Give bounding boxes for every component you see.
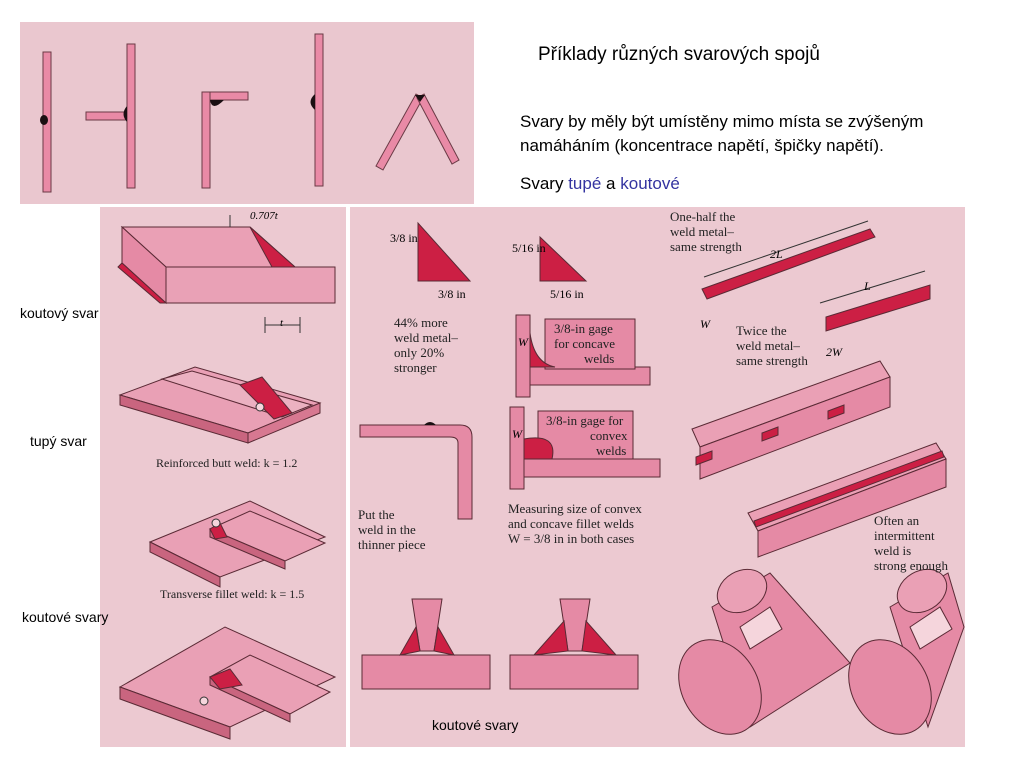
convex-gage-label: 3/8-in gage for convex welds <box>546 413 628 458</box>
concave-line-2: for concave <box>554 336 615 351</box>
intermittent-note: Often an intermittent weld is strong eno… <box>874 513 948 573</box>
dim-l: L <box>864 279 871 293</box>
butt-weld-caption: Reinforced butt weld: k = 1.2 <box>156 456 298 470</box>
half-line-2: weld metal– <box>670 224 734 239</box>
intermittent-line-2: intermittent <box>874 528 935 543</box>
weld-types-prefix: Svary <box>520 174 564 193</box>
concave-gage-label: 3/8-in gage for concave welds <box>554 321 615 366</box>
concave-line-3: welds <box>584 351 615 366</box>
convex-w-label: W <box>512 427 522 441</box>
measure-line-3: W = 3/8 in in both cases <box>508 531 635 546</box>
fillet-a-leg-vertical: 3/8 in <box>390 231 418 245</box>
note-line-3: only 20% <box>394 345 445 360</box>
intro-paragraph: Svary by měly být umístěny mimo místa se… <box>520 110 1010 158</box>
weld-type-fillet-link[interactable]: koutové <box>620 174 680 193</box>
note-line-2: weld metal– <box>394 330 458 345</box>
twice-metal-note: Twice the weld metal– same strength <box>736 323 808 368</box>
half-line-1: One-half the <box>670 209 736 224</box>
convex-line-1: -in gage for <box>562 413 624 428</box>
note-line-1: 44% more <box>394 315 448 330</box>
fillet-b-leg-horizontal: 5/16 in <box>550 287 584 301</box>
dim-2w: 2W <box>826 345 842 359</box>
dimension-t: t <box>280 317 284 329</box>
intermittent-line-4: strong enough <box>874 558 949 573</box>
dim-2l: 2L <box>770 247 783 261</box>
twice-line-1: Twice the <box>736 323 787 338</box>
convex-line-3: welds <box>596 443 627 458</box>
page-title: Příklady různých svarových spojů <box>538 44 820 65</box>
note-line-4: stronger <box>394 360 437 375</box>
concave-fraction: 3/8 <box>554 321 571 336</box>
twice-line-3: same strength <box>736 353 808 368</box>
weld-types-conj: a <box>606 174 616 193</box>
convex-fraction: 3/8 <box>546 413 563 428</box>
joint-examples-image <box>20 22 474 204</box>
label-tupy-svar: tupý svar <box>30 433 87 449</box>
half-metal-note: One-half the weld metal– same strength <box>670 209 742 254</box>
right-figure-panel: 3/8 in 3/8 in 5/16 in 5/16 in 44% more w… <box>350 207 965 747</box>
twice-line-2: weld metal– <box>736 338 800 353</box>
weld-type-butt-link[interactable]: tupé <box>568 174 602 193</box>
fillet-weld-caption: Transverse fillet weld: k = 1.5 <box>160 587 305 601</box>
thinner-piece-note: Put the weld in the thinner piece <box>358 507 426 552</box>
convex-line-2: convex <box>590 428 628 443</box>
fillet-b-leg-vertical: 5/16 in <box>512 241 546 255</box>
intermittent-line-1: Often an <box>874 513 920 528</box>
thinner-line-3: thinner piece <box>358 537 426 552</box>
label-koutove-svary-left: koutové svary <box>22 609 109 625</box>
more-weld-metal-note: 44% more weld metal– only 20% stronger <box>394 315 458 375</box>
intermittent-line-3: weld is <box>874 543 912 558</box>
weld-types-line: Svary tupé a koutové <box>520 174 680 194</box>
label-koutove-svary-bottom: koutové svary <box>432 717 519 733</box>
label-koutovy-svar: koutový svar <box>20 305 99 321</box>
dim-w: W <box>700 317 710 331</box>
measure-note: Measuring size of convex and concave fil… <box>508 501 642 546</box>
dimension-0707t: 0.707t <box>250 210 278 222</box>
intro-line-2: namáháním (koncentrace napětí, špičky na… <box>520 136 884 155</box>
concave-w-label: W <box>518 335 528 349</box>
half-line-3: same strength <box>670 239 742 254</box>
measure-line-2: and concave fillet welds <box>508 516 634 531</box>
thinner-line-2: weld in the <box>358 522 416 537</box>
thinner-line-1: Put the <box>358 507 395 522</box>
concave-line-1: -in gage <box>570 321 613 336</box>
intro-line-1: Svary by měly být umístěny mimo místa se… <box>520 112 924 131</box>
left-figure-panel: 0.707t t Reinforced butt weld: k = 1.2 T… <box>100 207 346 747</box>
fillet-a-leg-horizontal: 3/8 in <box>438 287 466 301</box>
measure-line-1: Measuring size of convex <box>508 501 642 516</box>
